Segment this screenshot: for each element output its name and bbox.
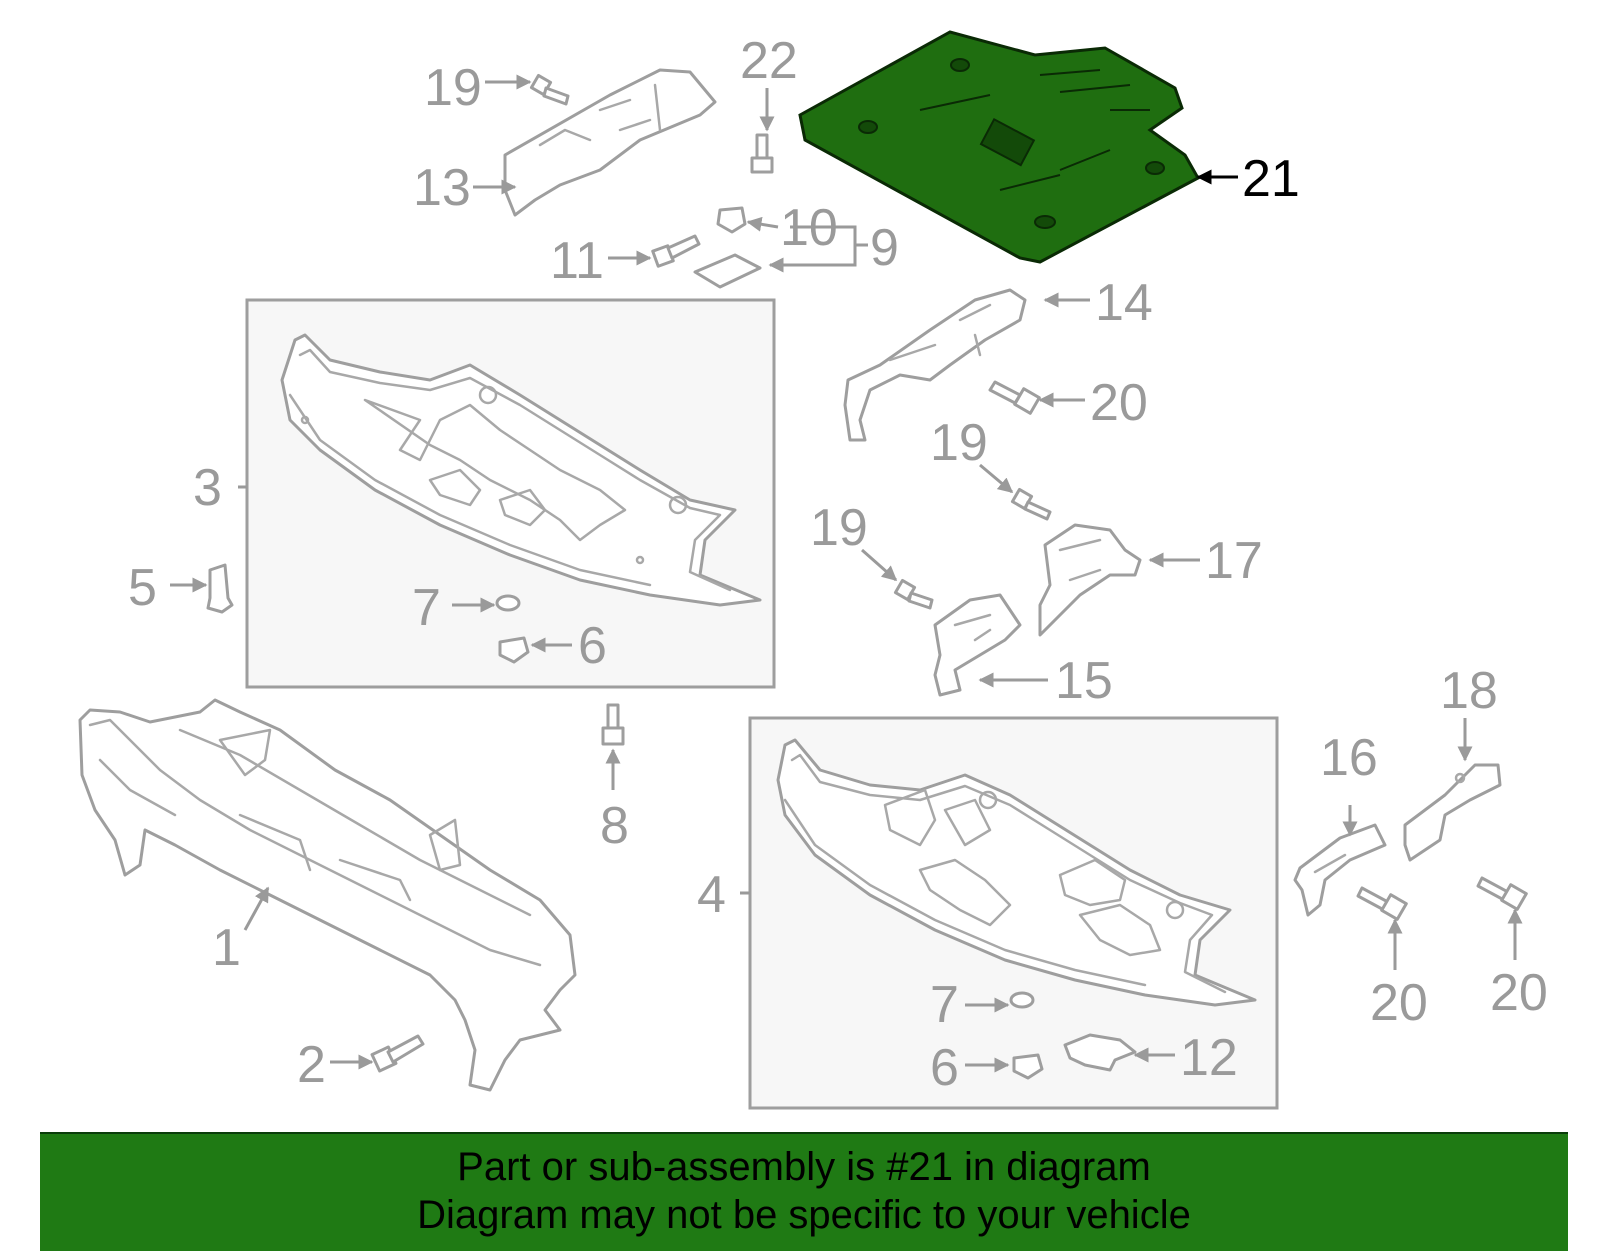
part-5-clip[interactable]: [206, 563, 234, 614]
callout-7: 7: [930, 976, 959, 1034]
banner-line-part: Part or sub-assembly is #21 in diagram: [457, 1145, 1151, 1189]
callout-18: 18: [1440, 662, 1498, 720]
callout-20: 20: [1370, 974, 1428, 1032]
banner-line-disclaimer: Diagram may not be specific to your vehi…: [417, 1193, 1191, 1237]
callout-19: 19: [424, 59, 482, 117]
part-19b-bolt[interactable]: [1010, 487, 1052, 521]
part-14-bracket[interactable]: [843, 288, 1027, 442]
part-20b-bolt[interactable]: [1356, 886, 1408, 921]
callout-16: 16: [1320, 729, 1378, 787]
part-7a-washer[interactable]: [495, 594, 521, 612]
callout-8: 8: [600, 797, 629, 855]
part-20c-bolt[interactable]: [1476, 876, 1528, 911]
part-3-undercover[interactable]: [280, 333, 762, 607]
part-1-carrier[interactable]: [78, 698, 577, 1092]
callout-20: 20: [1090, 374, 1148, 432]
part-20a-bolt[interactable]: [988, 380, 1041, 415]
callout-1: 1: [212, 919, 241, 977]
part-21-skid-plate[interactable]: [798, 30, 1201, 264]
part-6a-nut[interactable]: [498, 636, 530, 664]
info-banner: Part or sub-assembly is #21 in diagram D…: [40, 1132, 1568, 1251]
part-9-pad[interactable]: [693, 253, 762, 289]
callout-2: 2: [297, 1036, 326, 1094]
callout-22: 22: [740, 32, 798, 90]
callout-12: 12: [1180, 1029, 1238, 1087]
callout-21: 21: [1242, 150, 1300, 208]
part-12-plate[interactable]: [1063, 1033, 1137, 1072]
callout-3: 3: [193, 459, 222, 517]
part-15-bracket[interactable]: [933, 593, 1022, 697]
part-19a-bolt[interactable]: [529, 73, 570, 106]
part-6b-nut[interactable]: [1012, 1053, 1044, 1080]
callout-6: 6: [578, 617, 607, 675]
part-17-bracket[interactable]: [1038, 523, 1142, 637]
leader-lines: [170, 74, 1523, 1073]
callout-7: 7: [412, 579, 441, 637]
part-18-bracket[interactable]: [1403, 763, 1502, 862]
part-19c-bolt[interactable]: [893, 578, 934, 610]
part-8-bolt[interactable]: [601, 703, 625, 746]
part-11-bolt[interactable]: [651, 234, 701, 268]
part-2-bolt[interactable]: [370, 1034, 425, 1073]
callout-6: 6: [930, 1039, 959, 1097]
callout-11: 11: [550, 232, 604, 290]
part-22-bolt[interactable]: [750, 133, 774, 174]
callout-4: 4: [697, 866, 726, 924]
callout-19: 19: [930, 414, 988, 472]
callout-14: 14: [1095, 274, 1153, 332]
callout-17: 17: [1205, 532, 1263, 590]
callout-5: 5: [128, 559, 157, 617]
part-7b-washer[interactable]: [1009, 991, 1035, 1009]
callout-20: 20: [1490, 964, 1548, 1022]
callout-10: 10: [780, 199, 838, 257]
callout-9: 9: [870, 219, 899, 277]
part-10-nut[interactable]: [716, 206, 747, 234]
callout-15: 15: [1055, 652, 1113, 710]
part-4-undercover[interactable]: [776, 738, 1257, 1007]
part-16-bracket[interactable]: [1293, 823, 1387, 917]
callout-19: 19: [810, 499, 868, 557]
callout-13: 13: [413, 159, 471, 217]
part-13-bracket[interactable]: [503, 68, 717, 217]
